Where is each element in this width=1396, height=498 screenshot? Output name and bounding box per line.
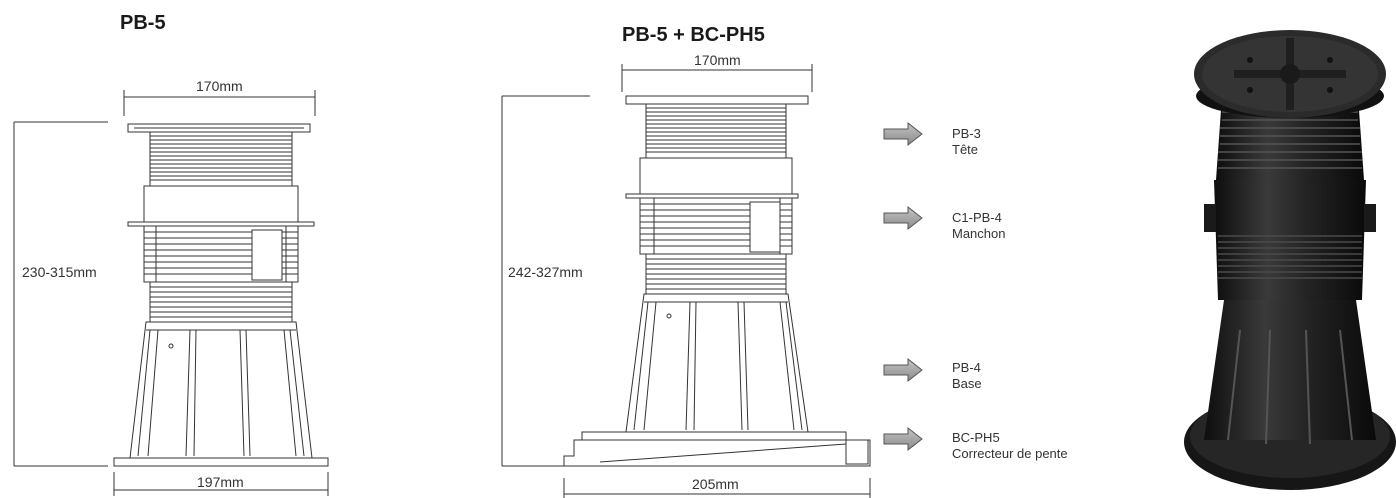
bcph5-top-dimension-line [621,64,813,92]
callout-pb3-code: PB-3 [952,126,981,141]
pb5-title: PB-5 [120,12,166,34]
arrows [883,121,923,452]
right-arrow-icon [883,426,923,452]
bcph5-upper-thread [645,103,787,159]
pb5-base-width-label: 197mm [197,474,244,490]
bcph5-head-plate [625,95,809,105]
pb5-base-dimension-line [113,472,329,496]
bcph5-height-label: 242-327mm [508,264,583,280]
callout-pb3-name: Tête [952,142,979,157]
pb5-upper-thread [149,131,293,187]
right-arrow-icon [883,121,923,147]
callout-c1pb4: C1-PB-4 Manchon [952,210,1005,242]
pb5-bcph5-title: PB-5 + BC-PH5 [622,24,765,46]
right-arrow-icon [883,205,923,231]
pb5-collar [143,185,299,223]
callout-bcph5-code: BC-PH5 [952,430,1000,445]
bcph5-sleeve [639,197,793,255]
pb5-base [113,321,329,467]
bcph5-height-dimension-line [501,95,590,467]
callout-pb3: PB-3 Tête [952,126,981,158]
bcph5-top-width-label: 170mm [694,52,741,68]
pb5-lower-thread [149,281,293,323]
callout-c1pb4-code: C1-PB-4 [952,210,1002,225]
pb5-top-dimension-line [123,90,316,116]
pb5-height-dimension-line [13,121,108,467]
pb5-height-label: 230-315mm [22,264,97,280]
callout-pb4: PB-4 Base [952,360,982,392]
callout-bcph5-name: Correcteur de pente [952,446,1068,461]
pb5-sleeve [143,225,299,283]
callout-pb4-name: Base [952,376,982,391]
bcph5-sleeve-flange [625,193,799,199]
bcph5-base-dimension-line [563,478,871,498]
bcph5-slope-corrector [563,431,871,467]
callout-pb4-code: PB-4 [952,360,981,375]
callout-c1pb4-name: Manchon [952,226,1006,241]
pedestal-photo [1184,30,1396,490]
pb5-top-width-label: 170mm [196,78,243,94]
right-arrow-icon [883,357,923,383]
bcph5-collar [639,157,793,195]
bcph5-base-width-label: 205mm [692,476,739,492]
pb5-bcph5-drawing [501,64,871,498]
bcph5-base [625,293,809,433]
bcph5-lower-thread [645,253,787,295]
pb5-drawing [13,90,329,496]
callout-bcph5: BC-PH5 Correcteur de pente [952,430,1068,462]
pb5-sleeve-flange [127,221,315,227]
